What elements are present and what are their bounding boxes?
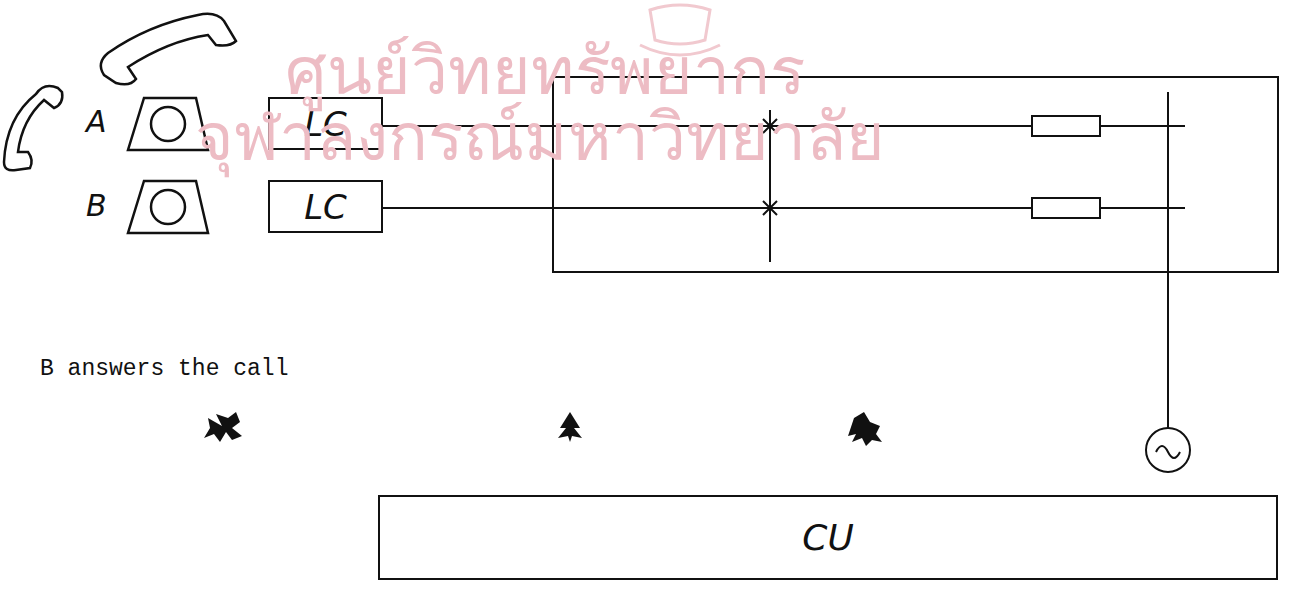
subscriber-label: A <box>86 104 107 139</box>
dial-a <box>151 107 185 141</box>
handset-a <box>101 14 236 84</box>
supply-bus <box>1167 92 1169 428</box>
crosspoint-b <box>763 201 777 215</box>
phone-body-b <box>128 181 208 233</box>
dial-b <box>151 190 185 224</box>
box-text: CU <box>802 517 854 558</box>
box-text: LC <box>304 187 347 227</box>
caption-note: B answers the call <box>40 356 288 382</box>
line-b-end <box>1100 207 1185 209</box>
relay-a <box>1032 116 1100 136</box>
line-circuit-box: LC <box>268 180 383 233</box>
control-unit-box: CU <box>378 495 1278 580</box>
relay-b <box>1032 198 1100 218</box>
subscriber-label: B <box>86 188 107 223</box>
signal-icon-3 <box>848 412 882 446</box>
watermark-text: จุฬาลงกรณ์มหาวิทยาลัย <box>195 84 885 189</box>
line-a-end <box>1100 125 1185 127</box>
signal-icons <box>204 412 882 446</box>
signal-icon-1 <box>204 412 242 442</box>
handset-b <box>4 86 62 170</box>
line-b <box>383 207 1032 209</box>
signal-icon-2 <box>558 412 582 442</box>
ac-source <box>1146 428 1190 472</box>
ac-symbol <box>1156 446 1180 458</box>
